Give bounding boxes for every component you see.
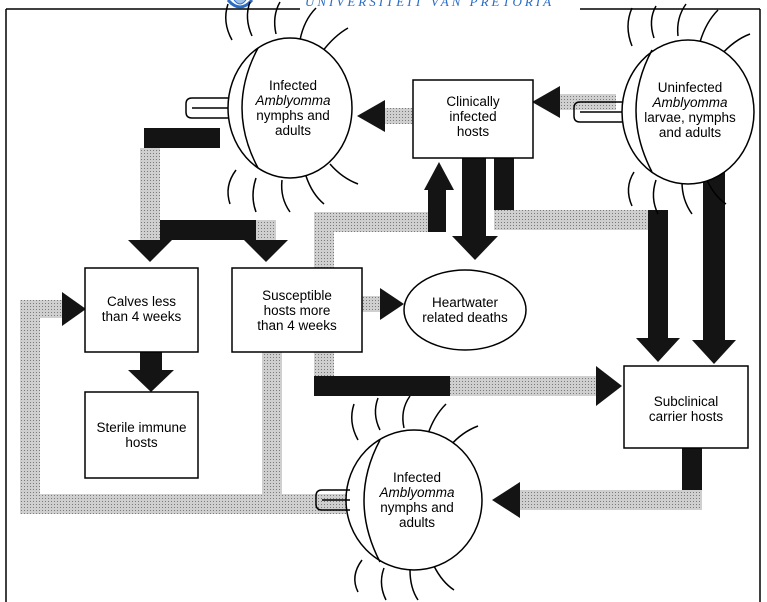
- arrow-subclinical-to-infected-bottom: [492, 448, 702, 518]
- subclinical-line1: Subclinical: [653, 394, 719, 409]
- clinically-line3: hosts: [456, 124, 490, 139]
- infected-top-line1: Infected: [268, 78, 318, 93]
- arrow-uninfected-to-subclinical: [692, 164, 736, 364]
- heartwater-line2: related deaths: [422, 310, 508, 325]
- arrow-susceptible-to-subclinical: [314, 350, 622, 406]
- arrow-clinically-to-heartwater: [452, 158, 498, 260]
- infected-bottom-line1: Infected: [392, 470, 442, 485]
- sterile-label: Sterile immune hosts: [85, 420, 198, 450]
- tick-icon-uninfected: [573, 3, 755, 215]
- subclinical-carrier-box: [623, 365, 749, 449]
- tick-icon-infected-top: [185, 1, 359, 213]
- infected-top-line4: adults: [274, 123, 312, 138]
- infected-bottom-line4: adults: [398, 515, 436, 530]
- node-shapes: [84, 79, 749, 479]
- arrow-clinically-to-subclinical: [494, 158, 680, 362]
- calves-box: [84, 267, 199, 353]
- calves-line2: than 4 weeks: [101, 309, 182, 324]
- susceptible-label: Susceptible hosts more than 4 weeks: [232, 288, 362, 333]
- arrow-calves-to-sterile: [128, 352, 174, 392]
- sterile-line2: hosts: [125, 435, 158, 450]
- arrows: [20, 86, 736, 518]
- infected-top-line3: nymphs and: [256, 108, 330, 123]
- uninfected-label: Uninfected Amblyomma larvae, nymphs and …: [628, 80, 752, 140]
- subclinical-line2: carrier hosts: [648, 409, 724, 424]
- calves-label: Calves less than 4 weeks: [85, 294, 198, 324]
- susceptible-line1: Susceptible: [262, 288, 332, 303]
- susceptible-line2: hosts more: [263, 303, 331, 318]
- uninfected-line4: and adults: [658, 125, 722, 140]
- infected-bottom-label: Infected Amblyomma nymphs and adults: [362, 470, 472, 530]
- infected-bottom-line2: Amblyomma: [379, 485, 455, 500]
- clinically-infected-label: Clinically infected hosts: [413, 94, 533, 139]
- susceptible-hosts-box: [231, 267, 363, 353]
- clinically-line1: Clinically: [446, 94, 500, 109]
- susceptible-line3: than 4 weeks: [257, 318, 337, 333]
- infected-top-label: Infected Amblyomma nymphs and adults: [238, 78, 348, 138]
- sterile-line1: Sterile immune: [96, 420, 187, 435]
- tick-icon-infected-bottom: [315, 395, 483, 601]
- subclinical-label: Subclinical carrier hosts: [624, 394, 748, 424]
- arrow-clinically-to-infected-top: [357, 100, 413, 132]
- arrow-susceptible-to-heartwater: [362, 288, 404, 320]
- heartwater-label: Heartwater related deaths: [405, 295, 525, 325]
- arrow-susceptible-to-clinically: [314, 162, 454, 270]
- header-text: UNIVERSITEIT VAN PRETORIA: [305, 0, 555, 9]
- calves-line1: Calves less: [106, 294, 177, 309]
- uninfected-line1: Uninfected: [657, 80, 723, 95]
- arrow-infected-bottom-to-calves: [20, 292, 346, 514]
- sterile-immune-box: [84, 391, 199, 479]
- uninfected-line2: Amblyomma: [652, 95, 728, 110]
- clinically-infected-box: [412, 79, 534, 159]
- heartwater-deaths-ellipse: [403, 269, 527, 351]
- arrow-infected-top-to-calves-and-susceptible: [128, 128, 288, 262]
- infected-bottom-line3: nymphs and: [380, 500, 454, 515]
- infected-top-line2: Amblyomma: [255, 93, 331, 108]
- uninfected-line3: larvae, nymphs: [644, 110, 736, 125]
- clinically-line2: infected: [449, 109, 497, 124]
- heartwater-line1: Heartwater: [431, 295, 499, 310]
